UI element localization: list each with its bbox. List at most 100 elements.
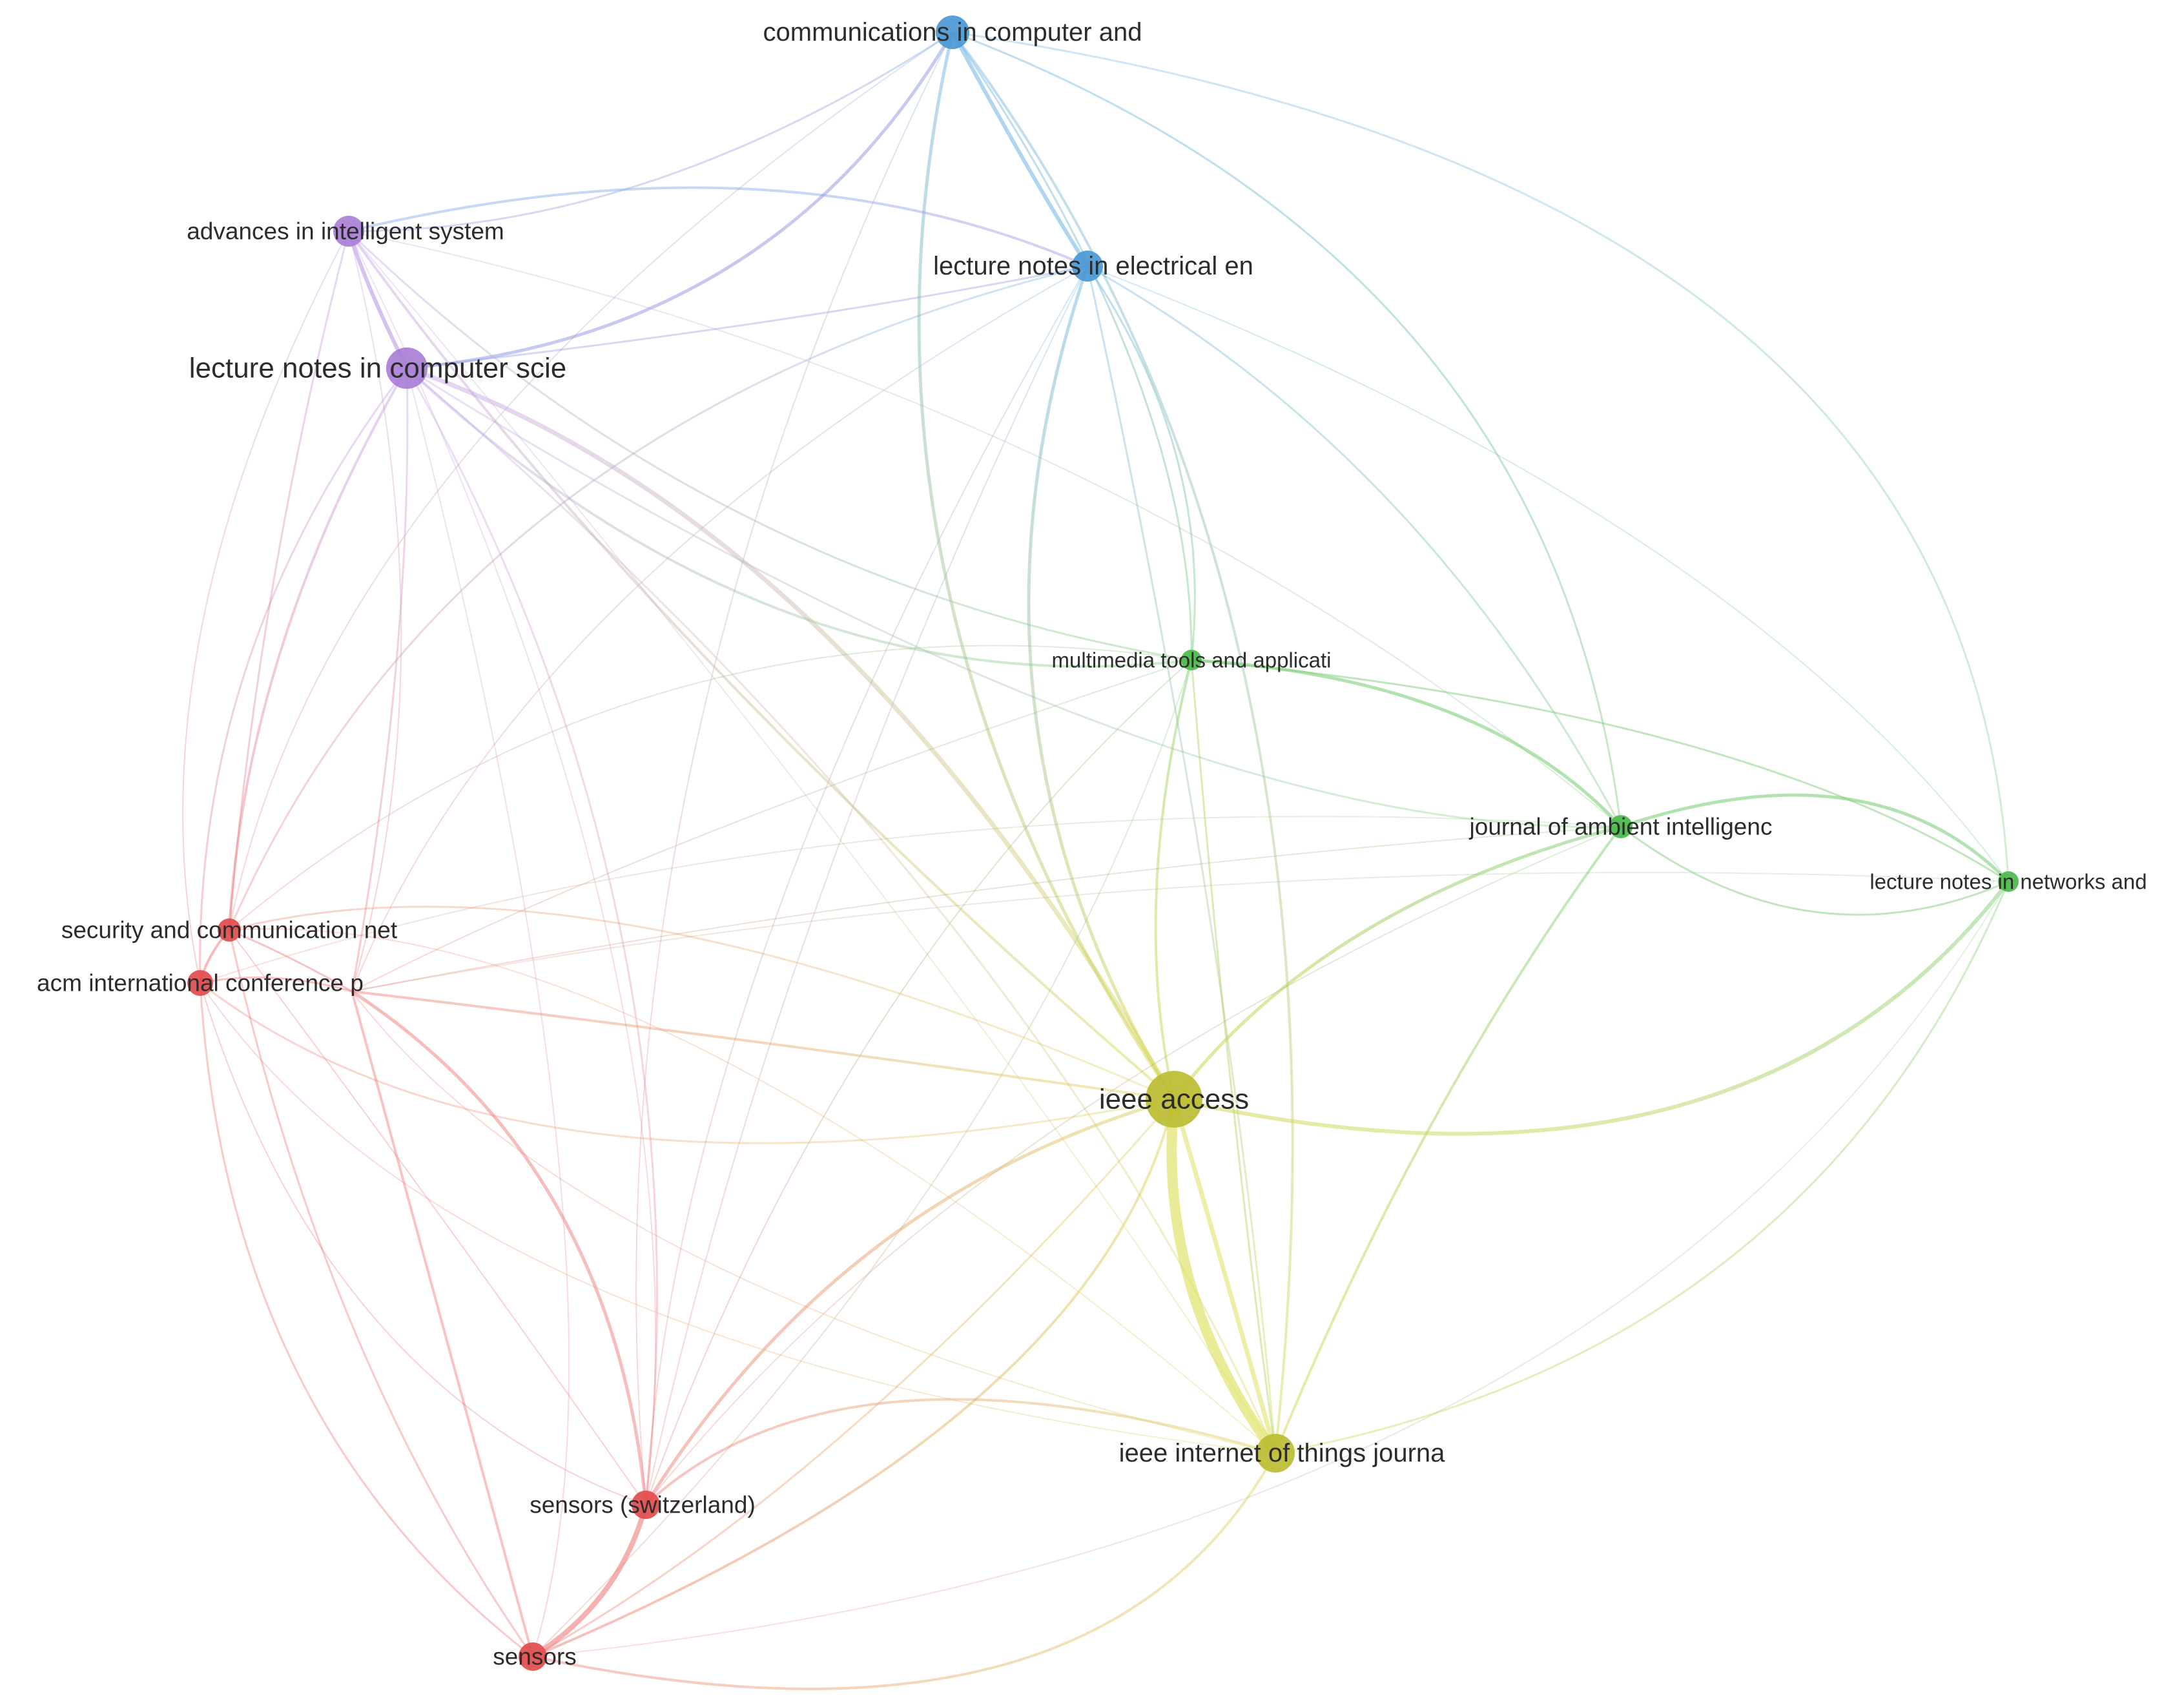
edge [200, 816, 1622, 984]
node-acm-international-conference-p[interactable]: acm international conference p [37, 970, 364, 997]
node-sensors-switzerland[interactable]: sensors (switzerland) [530, 1491, 756, 1519]
edge [1087, 265, 2009, 882]
edge-layer [182, 31, 2010, 1690]
node-label: acm international conference p [37, 970, 364, 997]
edge [351, 991, 1276, 1454]
node-circle[interactable] [1181, 650, 1202, 670]
edge [351, 990, 1175, 1101]
edge [1620, 825, 2009, 916]
edge [351, 659, 1192, 992]
node-sensors[interactable]: sensors [493, 1642, 577, 1671]
edge [228, 367, 408, 931]
node-circle[interactable] [386, 347, 428, 389]
edge [199, 367, 408, 984]
node-ieee-access[interactable]: ieee access [1099, 1071, 1249, 1128]
edge [1173, 880, 2010, 1136]
edge [917, 32, 1176, 1101]
edge [229, 905, 1175, 1101]
node-circle[interactable] [187, 970, 213, 996]
edge [1190, 659, 1277, 1454]
edge [532, 1099, 1175, 1658]
edge [1274, 825, 1622, 1454]
edge [347, 231, 409, 369]
node-circle[interactable] [632, 1491, 660, 1519]
node-circle[interactable] [1256, 1434, 1295, 1473]
edge [348, 31, 953, 233]
edge [347, 230, 1192, 661]
node-circle[interactable] [1072, 251, 1103, 282]
edge [348, 186, 1088, 267]
node-label: sensors (switzerland) [530, 1492, 756, 1518]
node-circle[interactable] [218, 918, 241, 942]
node-label: advances in intelligent system [187, 218, 504, 245]
node-label: sensors [493, 1644, 577, 1670]
node-circle[interactable] [519, 1642, 547, 1671]
edge [952, 31, 2010, 882]
edge [229, 929, 646, 1505]
node-circle[interactable] [1609, 815, 1633, 838]
edge [200, 982, 1276, 1454]
node-lecture-notes-in-networks-and[interactable]: lecture notes in networks and [1870, 870, 2147, 894]
node-journal-of-ambient-intelligenc[interactable]: journal of ambient intelligenc [1469, 814, 1773, 840]
node-communications-in-computer-and[interactable]: communications in computer and [763, 16, 1142, 49]
edge [228, 929, 534, 1657]
node-ieee-internet-of-things-journa[interactable]: ieee internet of things journa [1119, 1434, 1446, 1473]
edge [1166, 1099, 1280, 1456]
edge [645, 265, 1088, 1505]
edge [200, 982, 1175, 1144]
edge [351, 871, 2009, 992]
node-label: lecture notes in networks and [1870, 870, 2147, 894]
edge [532, 881, 2009, 1657]
edge [200, 977, 353, 993]
edge [1275, 881, 2010, 1454]
edge [1171, 1099, 1278, 1454]
edge [406, 265, 1088, 369]
edge [351, 989, 648, 1505]
edge [1154, 659, 1193, 1100]
edge [1173, 825, 1622, 1101]
edge [228, 231, 350, 931]
edge [532, 1099, 1175, 1658]
edge [351, 826, 1622, 992]
edge [635, 32, 953, 1505]
node-label: communications in computer and [763, 18, 1142, 47]
node-multimedia-tools-and-applicati[interactable]: multimedia tools and applicati [1052, 648, 1332, 672]
edge [351, 367, 409, 992]
edge [952, 31, 1622, 827]
edge [1620, 793, 2010, 883]
edge [531, 1504, 648, 1659]
node-label: ieee internet of things journa [1119, 1439, 1446, 1467]
edge [532, 659, 1192, 1657]
edge [348, 231, 1276, 1454]
edge [351, 265, 1088, 992]
node-circle[interactable] [1146, 1071, 1202, 1128]
node-advances-in-intelligent-system[interactable]: advances in intelligent system [187, 216, 504, 247]
edge [644, 1097, 1175, 1506]
edge [406, 31, 954, 370]
node-label: multimedia tools and applicati [1052, 648, 1332, 672]
node-security-and-communication-net[interactable]: security and communication net [61, 917, 398, 944]
edge [351, 991, 534, 1657]
edge [229, 645, 1192, 931]
edge [1027, 265, 1176, 1101]
node-label: journal of ambient intelligenc [1469, 814, 1773, 840]
node-lecture-notes-in-electrical-en[interactable]: lecture notes in electrical en [933, 251, 1253, 282]
node-label: security and communication net [61, 917, 398, 944]
edge [532, 1453, 1277, 1690]
node-circle[interactable] [333, 216, 364, 247]
edge [229, 928, 1276, 1454]
edge [406, 366, 1177, 1101]
edge [406, 367, 1277, 1454]
node-circle[interactable] [936, 16, 969, 49]
node-circle[interactable] [1998, 871, 2019, 892]
edge [200, 982, 646, 1505]
edge [951, 31, 1089, 267]
edge [348, 231, 1622, 827]
edge [1087, 265, 1622, 827]
edge [406, 367, 659, 1505]
node-lecture-notes-in-computer-scie[interactable]: lecture notes in computer scie [189, 347, 567, 389]
edge [1086, 265, 1196, 661]
edge [199, 982, 533, 1658]
edge [229, 929, 353, 993]
